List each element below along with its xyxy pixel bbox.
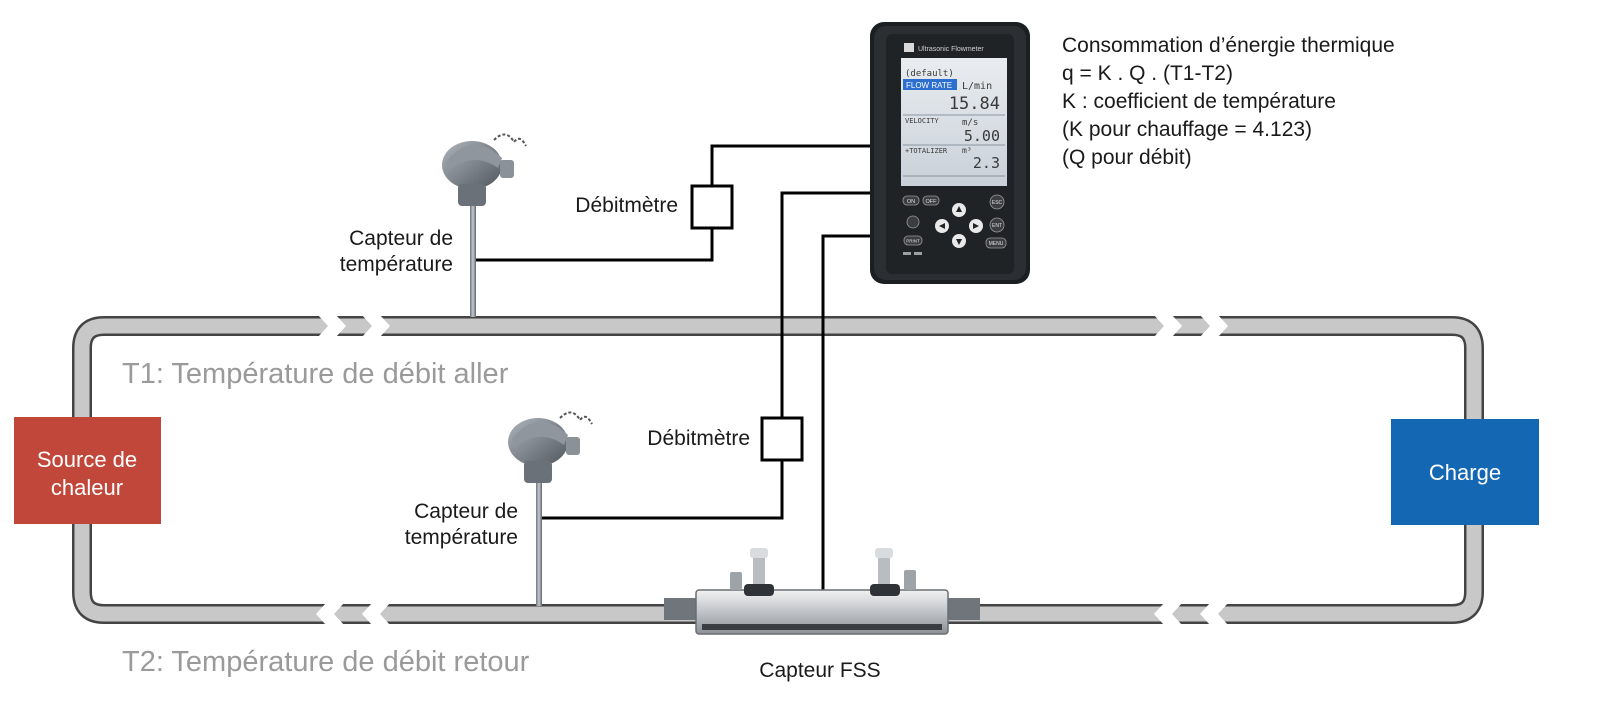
esc-button-label: ESC	[992, 200, 1003, 206]
heat-source-label-line1: Source de	[37, 447, 137, 472]
screen-velocity-unit: m/s	[962, 118, 978, 128]
temperature-sensor-top-label-line1: Capteur de	[349, 227, 453, 250]
esc-button[interactable]	[989, 194, 1005, 210]
heat-source-label-line2: chaleur	[51, 475, 123, 500]
light-button[interactable]	[906, 215, 920, 229]
chevron-up-icon	[956, 206, 962, 212]
brand-logo-icon	[904, 43, 914, 52]
chevron-left-icon	[939, 223, 945, 229]
chevron-left-icon	[1154, 603, 1182, 625]
temperature-sensor-top: Capteur de température	[340, 133, 527, 317]
return-temperature-label: T2: Température de débit retour	[122, 646, 530, 678]
chevron-left-icon	[362, 603, 390, 625]
chevron-right-icon	[318, 315, 346, 337]
screen-velocity-label: VELOCITY	[905, 117, 940, 125]
screen-totalizer-value: 2.3	[973, 154, 1000, 172]
formula-line2: q = K . Q . (T1-T2)	[1062, 62, 1233, 85]
print-button[interactable]	[903, 235, 923, 246]
flowmeter-top: Débitmètre	[575, 184, 734, 230]
screen-totalizer-label: +TOTALIZER	[905, 147, 948, 155]
chevron-left-icon	[316, 603, 344, 625]
chevron-down-icon	[956, 239, 962, 245]
heat-source-box: Source de chaleur	[14, 417, 161, 524]
screen-preset: (default)	[905, 69, 954, 79]
formula-line4: (K pour chauffage = 4.123)	[1062, 118, 1312, 141]
supply-temperature-label: T1: Température de débit aller	[122, 358, 509, 390]
device-brand: Ultrasonic Flowmeter	[918, 46, 984, 53]
status-indicator-icon	[914, 252, 922, 255]
supply-flow-arrows	[318, 315, 1228, 337]
flowmeter-device: Ultrasonic Flowmeter (default) FLOW RATE…	[870, 22, 1030, 284]
chevron-right-icon	[1154, 315, 1182, 337]
temperature-sensor-bottom-label-line2: température	[405, 526, 518, 549]
energy-formula: Consommation d’énergie thermique q = K .…	[1062, 34, 1395, 169]
chevron-left-icon	[1200, 603, 1228, 625]
screen-flow-unit: L/min	[962, 81, 992, 92]
charge-indicator-icon	[903, 252, 911, 255]
temperature-sensor-bottom: Capteur de température	[405, 411, 593, 606]
flowmeter-bottom: Débitmètre	[647, 416, 804, 462]
formula-line3: K : coefficient de température	[1062, 90, 1336, 113]
formula-line5: (Q pour débit)	[1062, 146, 1192, 169]
chevron-right-icon	[1200, 315, 1228, 337]
signal-wires	[474, 144, 872, 590]
screen-flow-value: 15.84	[949, 94, 1000, 114]
chevron-right-icon	[973, 223, 979, 229]
flowmeter-bottom-label: Débitmètre	[647, 427, 750, 450]
menu-button[interactable]	[985, 237, 1007, 249]
charge-box: Charge	[1391, 419, 1539, 525]
screen-totalizer-unit: m³	[962, 146, 972, 155]
menu-button-label: MENU	[989, 241, 1004, 247]
pipe-loop	[72, 316, 1484, 624]
ent-button[interactable]	[989, 217, 1005, 233]
off-button-label: OFF	[926, 199, 938, 205]
print-button-label: PRINT	[906, 239, 920, 244]
screen-flow-label: FLOW RATE	[906, 81, 952, 90]
charge-label: Charge	[1429, 460, 1501, 485]
fss-sensor: Capteur FSS	[664, 548, 980, 682]
chevron-right-icon	[362, 315, 390, 337]
off-button[interactable]	[922, 195, 940, 206]
screen-velocity-value: 5.00	[964, 127, 1000, 145]
on-button-label: ON	[907, 199, 915, 205]
return-flow-arrows	[316, 603, 1228, 625]
temperature-sensor-bottom-label-line1: Capteur de	[414, 500, 518, 523]
flowmeter-top-label: Débitmètre	[575, 194, 678, 217]
formula-line1: Consommation d’énergie thermique	[1062, 34, 1395, 57]
ent-button-label: ENT	[992, 223, 1002, 229]
fss-sensor-label: Capteur FSS	[759, 659, 880, 682]
temperature-sensor-top-label-line2: température	[340, 253, 453, 276]
on-button[interactable]	[902, 195, 920, 206]
